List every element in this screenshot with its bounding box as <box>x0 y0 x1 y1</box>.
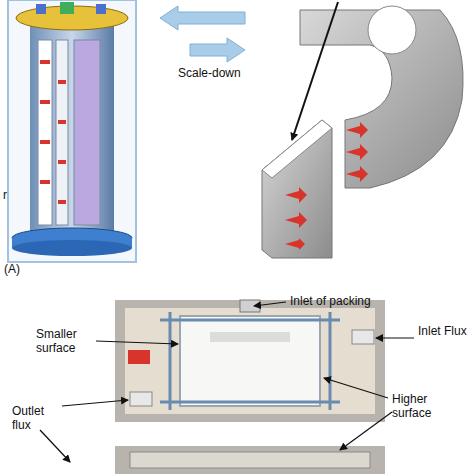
leader-line <box>254 302 286 306</box>
panel-letter: (A) <box>4 262 34 276</box>
scale-arrow <box>190 38 245 62</box>
leader-line <box>324 378 388 398</box>
leader-line <box>40 430 70 462</box>
leader-line <box>376 337 414 338</box>
wedge-slice <box>262 120 332 258</box>
callout-label: Smaller surface <box>36 327 94 355</box>
axis-label: r <box>3 188 15 202</box>
callout-label: Inlet of packing <box>290 294 410 308</box>
leader-line <box>96 341 178 344</box>
device-photo <box>115 300 385 422</box>
arrow-label: Scale-down <box>178 66 268 80</box>
callout-label: Outlet flux <box>12 404 60 432</box>
callout-label: Inlet Flux <box>418 324 470 338</box>
column-body <box>30 22 114 234</box>
leader-line <box>340 412 392 450</box>
callout-label: Higher surface <box>392 392 452 420</box>
leader-line <box>62 400 128 406</box>
column-fitting <box>60 2 74 14</box>
column-frame <box>8 0 136 262</box>
scale-arrow <box>160 6 245 30</box>
device-photo <box>115 446 385 474</box>
pointer-line <box>292 2 338 140</box>
